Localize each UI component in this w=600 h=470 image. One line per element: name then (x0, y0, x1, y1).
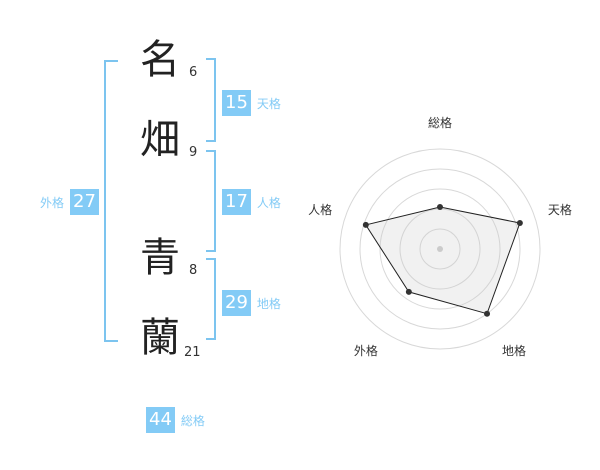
name-char-4: 蘭 (140, 315, 180, 361)
gaikaku-value: 27 (70, 189, 99, 215)
radar-points (362, 204, 523, 317)
chikaku-label: 地格 (256, 296, 281, 311)
radar-point (516, 220, 523, 227)
tenkaku-label: 天格 (256, 96, 281, 111)
soukaku-value: 44 (146, 407, 175, 433)
jinkaku-value: 17 (222, 189, 251, 215)
chikaku-chip: 29 地格 (222, 290, 281, 316)
radar-axis-label: 人格 (308, 202, 332, 217)
tenkaku-bracket (206, 58, 216, 142)
jinkaku-chip: 17 人格 (222, 189, 281, 215)
stroke-count-3: 8 (189, 263, 198, 278)
chikaku-bracket (206, 258, 216, 340)
gaikaku-label: 外格 (40, 195, 65, 210)
soukaku-chip: 44 総格 (146, 407, 205, 433)
radar-center (437, 246, 443, 252)
radar-axis-label: 外格 (354, 343, 378, 358)
radar-ring (359, 168, 521, 330)
radar-point (405, 288, 412, 295)
radar-ring (379, 188, 501, 310)
name-char-1: 名 (140, 37, 180, 83)
radar-point (362, 221, 369, 228)
chikaku-value: 29 (222, 290, 251, 316)
gaikaku-chip: 外格 27 (40, 189, 99, 215)
soukaku-label: 総格 (180, 413, 205, 428)
tenkaku-value: 15 (222, 90, 251, 116)
radar-rings (339, 148, 541, 350)
radar-point (484, 310, 491, 317)
radar-axis-label: 地格 (502, 343, 526, 358)
name-char-3: 青 (140, 235, 180, 281)
gaikaku-bracket (104, 60, 118, 342)
radar-ring (419, 228, 461, 270)
radar-axis-label: 総格 (428, 115, 452, 130)
jinkaku-bracket (206, 150, 216, 252)
jinkaku-label: 人格 (256, 195, 281, 210)
radar-point (437, 204, 443, 210)
tenkaku-chip: 15 天格 (222, 90, 281, 116)
stroke-count-4: 21 (184, 345, 201, 360)
radar-axis-label: 天格 (548, 202, 572, 217)
radar-polygon (364, 206, 521, 315)
stroke-count-1: 6 (189, 65, 198, 80)
name-char-2: 畑 (140, 117, 180, 163)
stroke-count-2: 9 (189, 145, 198, 160)
